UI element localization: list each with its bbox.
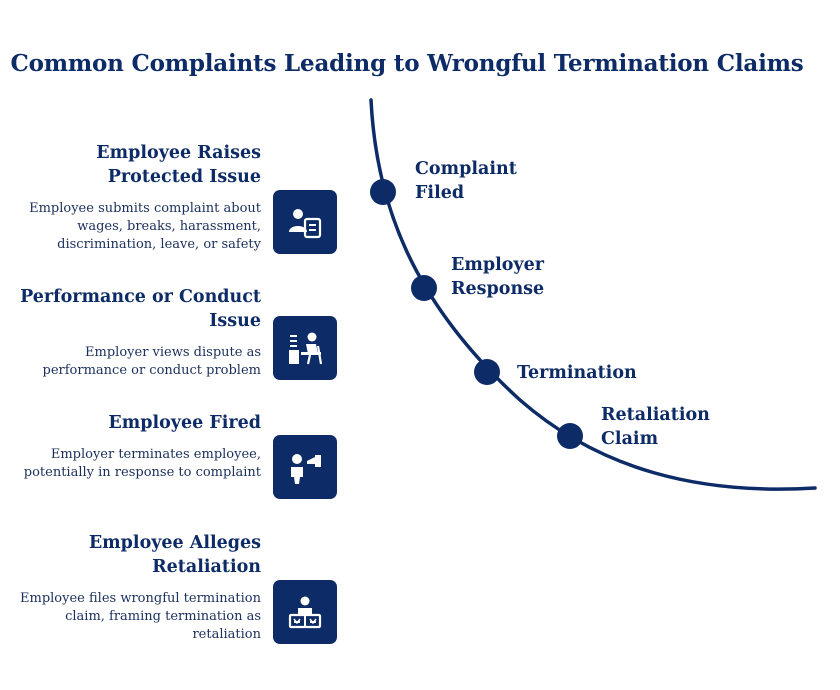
step-icon-box-2 [273, 316, 337, 380]
person-pointed-at-icon [291, 454, 321, 484]
stage-label-employer-response: Employer Response [451, 255, 545, 299]
step-title-alleges-retaliation: Employee Alleges Retaliation [88, 533, 261, 577]
milestone-dot-termination [474, 359, 500, 385]
stage-label-retaliation-claim: Retaliation Claim [601, 405, 710, 449]
milestone-dot-employer-response [411, 275, 437, 301]
step-desc-performance-issue: Employer views dispute as performance or… [42, 345, 262, 378]
step-icon-box-1 [273, 190, 337, 254]
step-title-protected-issue: Employee Raises Protected Issue [96, 143, 261, 187]
page-title: Common Complaints Leading to Wrongful Te… [10, 50, 804, 77]
legal-scales-icon [288, 596, 322, 629]
milestone-dot-complaint-filed [370, 179, 396, 205]
step-desc-employee-fired: Employer terminates employee, potentiall… [23, 447, 261, 480]
step-title-performance-issue: Performance or Conduct Issue [20, 287, 261, 331]
stage-label-termination: Termination [517, 363, 637, 383]
employee-document-icon [289, 209, 322, 239]
milestone-dot-retaliation-claim [557, 423, 583, 449]
step-desc-protected-issue: Employee submits complaint about wages, … [29, 201, 261, 252]
step-desc-alleges-retaliation: Employee files wrongful termination clai… [20, 591, 261, 642]
stage-label-complaint-filed: Complaint Filed [415, 159, 517, 203]
step-icon-box-4 [273, 580, 337, 644]
step-icon-box-3 [273, 435, 337, 499]
desk-worker-icon [289, 332, 323, 365]
step-title-employee-fired: Employee Fired [108, 413, 261, 433]
